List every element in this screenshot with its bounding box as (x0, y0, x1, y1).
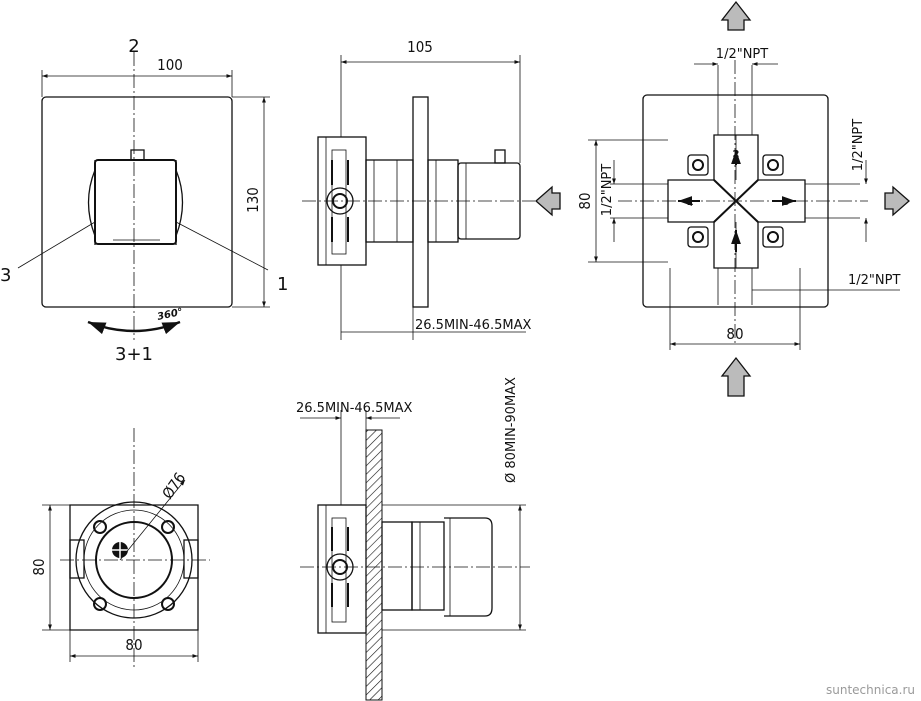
dim-height-label: 130 (244, 187, 262, 213)
side-cartridge (365, 159, 414, 243)
flow-arrow-in-icon (720, 356, 752, 397)
port-number-1: 1 (687, 197, 694, 208)
label-position-3-1: 3+1 (115, 344, 153, 365)
watermark: suntechnica.ru (826, 683, 915, 697)
npt-top-label: 1/2"NPT (716, 47, 768, 62)
rear-view: Ø76 80 80 (30, 428, 210, 670)
ports-dim-width-label: 80 (726, 325, 743, 343)
side-view: 105 26.5MIN-46.5MAX (302, 38, 535, 340)
cover-plate (41, 96, 233, 308)
section-sleeve (444, 517, 493, 617)
rotation-arrow (87, 320, 181, 335)
rear-dim-width-label: 80 (125, 636, 142, 654)
port-number-3: 3 (783, 197, 790, 208)
side-port-ring (326, 187, 354, 215)
side-flange (412, 96, 429, 308)
side-knob (457, 162, 521, 240)
rear-dim-height-label: 80 (30, 558, 48, 575)
rotation-label: 360° (156, 307, 184, 323)
flow-arrow-left-icon (535, 185, 561, 217)
ports-view: 2 1 3 1/2"NPT 1/2"NPT 1/2"NPT 1/2"NPT 80… (535, 0, 910, 397)
flow-arrow-right-icon (884, 185, 910, 217)
mounting-tabs (687, 154, 784, 248)
knob-square (94, 159, 177, 245)
knob-rounding (87, 169, 184, 237)
section-view: 26.5MIN-46.5MAX Ø 80MIN-90MAX (296, 377, 530, 701)
npt-left-label: 1/2"NPT (600, 164, 615, 216)
label-position-3: 3 (0, 265, 11, 286)
section-cartridge (381, 521, 413, 611)
rear-outer-ring (75, 501, 193, 619)
front-view: 100 130 2 1 3 360° 3+1 (0, 36, 288, 365)
section-wall-label: 26.5MIN-46.5MAX (296, 401, 412, 416)
rear-diameter-label: Ø76 (159, 469, 190, 502)
flow-arrow-up-icon (720, 0, 752, 31)
dim-length-label: 105 (407, 38, 433, 56)
label-position-1: 1 (277, 274, 288, 295)
knob-body (94, 160, 177, 245)
leader-3 (17, 221, 96, 269)
ports-dim-height-label: 80 (576, 192, 594, 209)
label-position-2: 2 (128, 36, 139, 57)
dim-width-label: 100 (157, 56, 183, 74)
rear-inner-ring (95, 521, 173, 599)
leader-1 (175, 221, 269, 271)
section-valve-body (317, 504, 367, 634)
dim-wall-label: 26.5MIN-46.5MAX (415, 318, 531, 333)
npt-right-bottom-label: 1/2"NPT (848, 273, 900, 288)
knob-indicator (130, 149, 145, 161)
wall-section (365, 429, 383, 701)
npt-right-top-label: 1/2"NPT (851, 119, 866, 171)
section-diameter-label: Ø 80MIN-90MAX (504, 377, 519, 483)
